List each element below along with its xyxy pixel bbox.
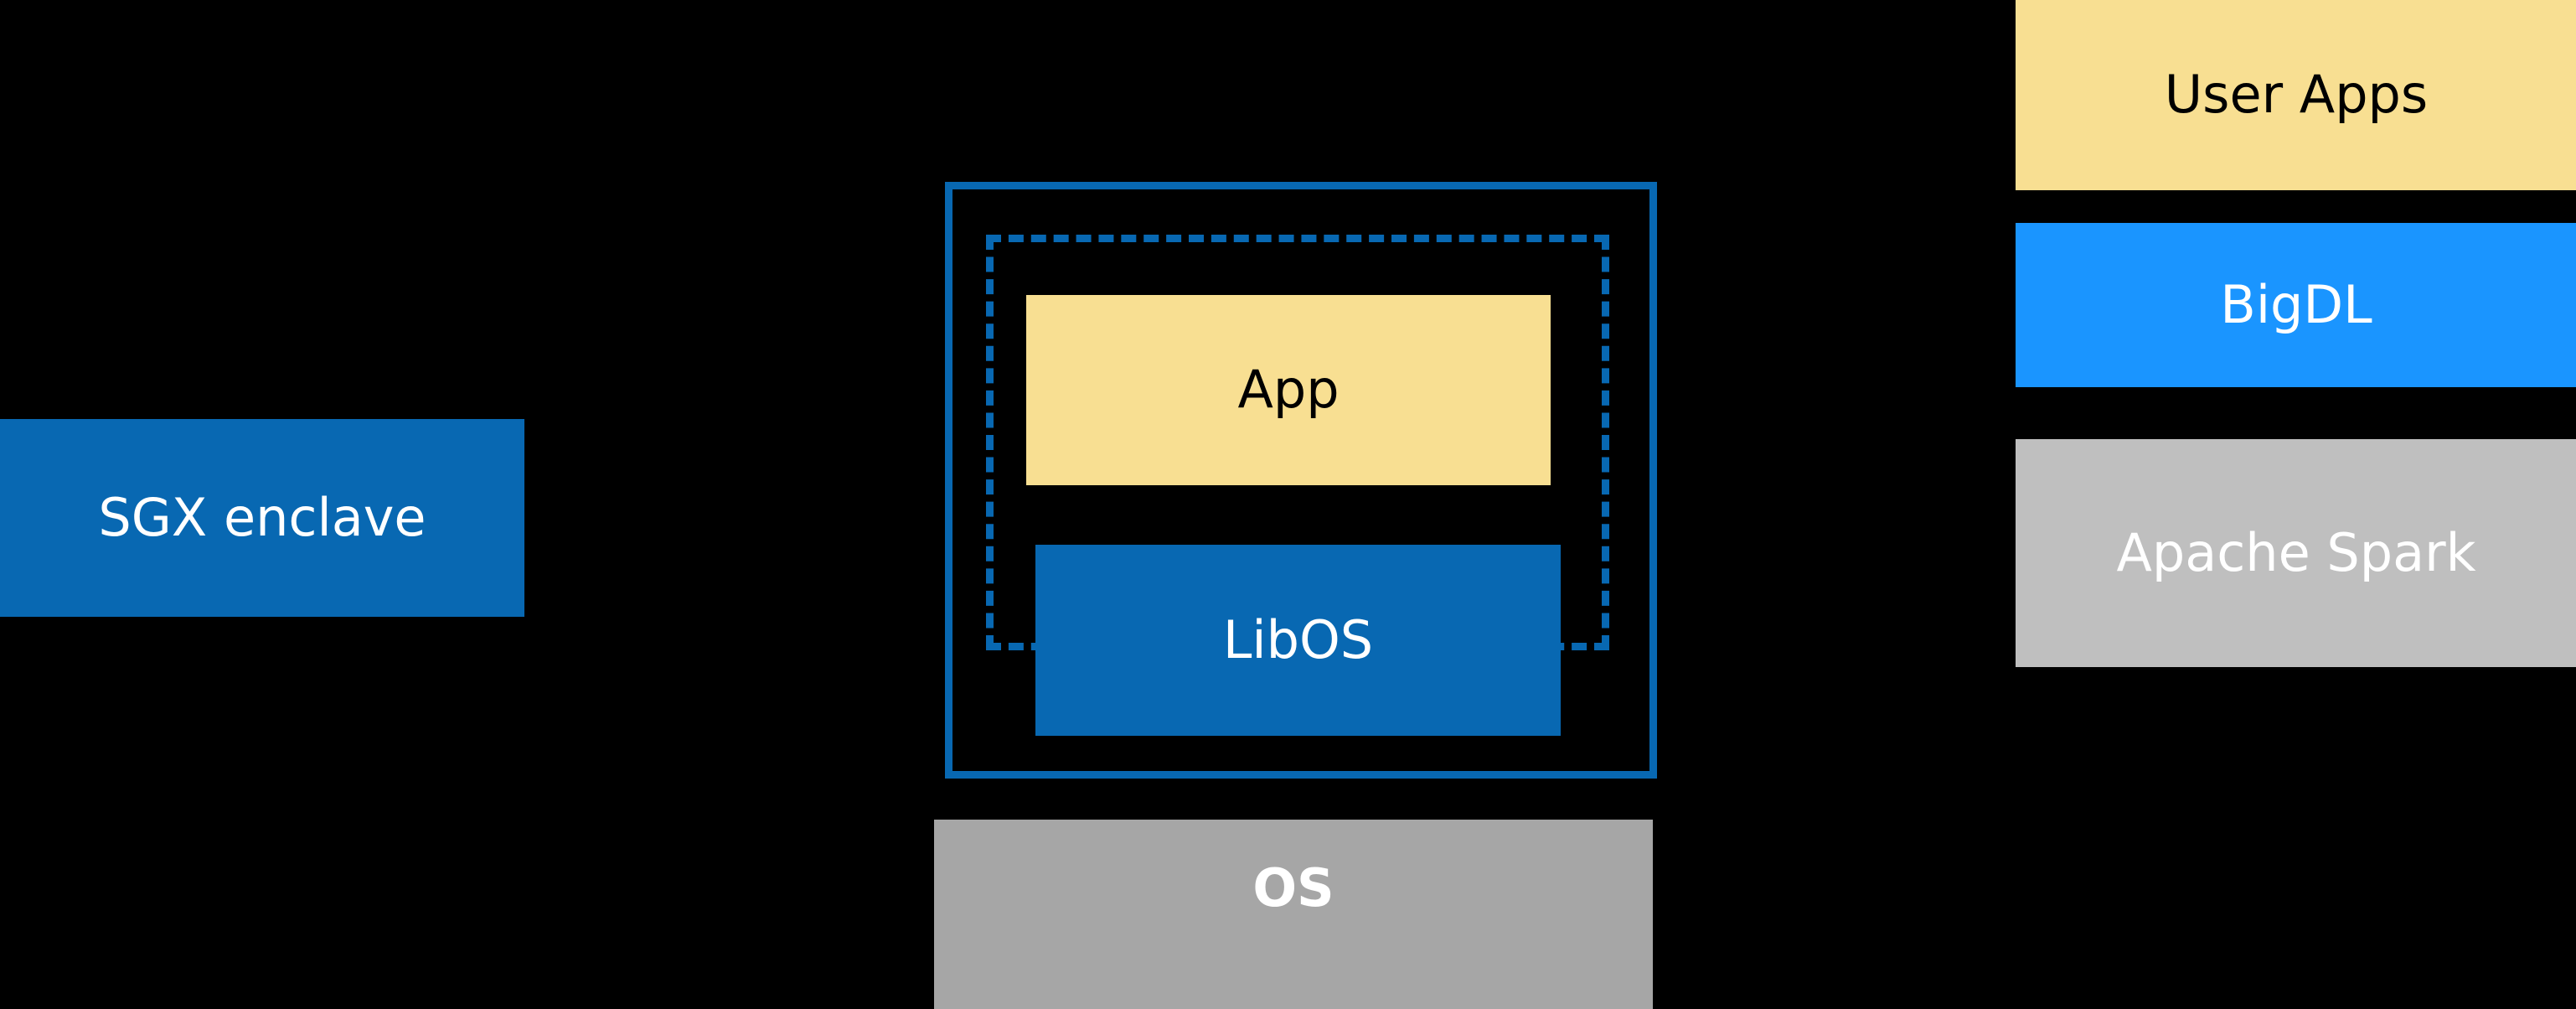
- arrowhead-sgx-enclave: [524, 505, 545, 525]
- app-box[interactable]: App: [1026, 295, 1551, 485]
- os-box[interactable]: OS: [934, 820, 1653, 1009]
- app-label: App: [1237, 359, 1340, 421]
- sgx-enclave-label: SGX enclave: [98, 486, 426, 548]
- sgx-enclave-box[interactable]: SGX enclave: [0, 419, 524, 617]
- bigdl-label: BigDL: [2220, 273, 2372, 335]
- bigdl-box[interactable]: BigDL: [2016, 223, 2576, 387]
- user-apps-box[interactable]: User Apps: [2016, 0, 2576, 190]
- user-apps-label: User Apps: [2164, 63, 2429, 125]
- apache-spark-label: Apache Spark: [2116, 521, 2476, 583]
- apache-spark-box[interactable]: Apache Spark: [2016, 439, 2576, 667]
- libos-label: LibOS: [1222, 608, 1374, 670]
- sgx-enclave-boundary-outline: [945, 182, 1657, 779]
- libos-box[interactable]: LibOS: [1035, 545, 1561, 736]
- os-label: OS: [1252, 857, 1334, 918]
